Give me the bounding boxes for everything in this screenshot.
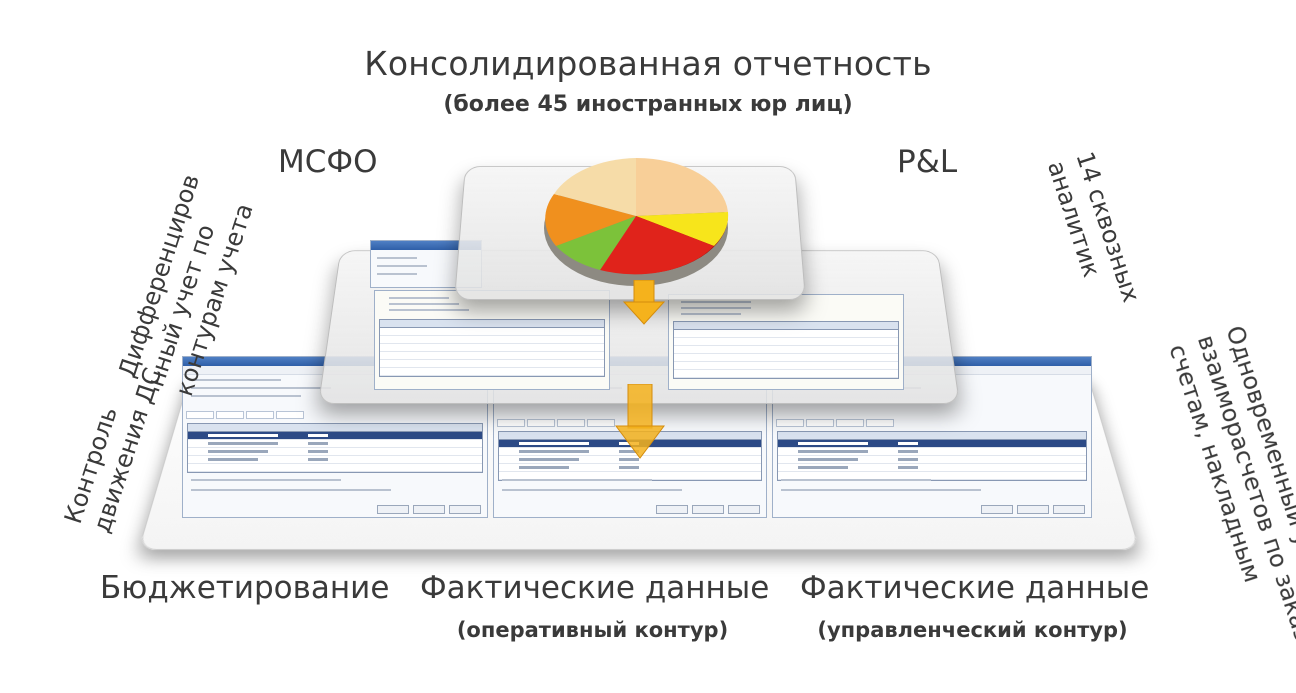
management-label: Фактические данные <box>800 570 1150 606</box>
operational-sub-label: (оперативный контур) <box>456 618 729 642</box>
pnl-label: P&L <box>897 144 958 180</box>
main-subtitle: (более 45 иностранных юр лиц) <box>443 92 853 117</box>
budgeting-label: Бюджетирование <box>100 570 390 606</box>
operational-label: Фактические данные <box>420 570 770 606</box>
right-label-settlements: Одновременный учет взаиморасчетов по зак… <box>1162 322 1296 693</box>
management-sub-label: (управленческий контур) <box>817 618 1128 642</box>
down-arrow-icon <box>622 280 666 325</box>
pie-chart-icon <box>544 157 729 286</box>
report-window-left <box>374 290 610 390</box>
main-title: Консолидированная отчетность <box>364 44 932 83</box>
report-window-right <box>668 294 904 390</box>
ifrs-label: МСФО <box>278 144 378 180</box>
right-label-analytics: 14 сквозных аналитик <box>1041 148 1146 315</box>
down-arrow-icon-2 <box>615 384 665 459</box>
